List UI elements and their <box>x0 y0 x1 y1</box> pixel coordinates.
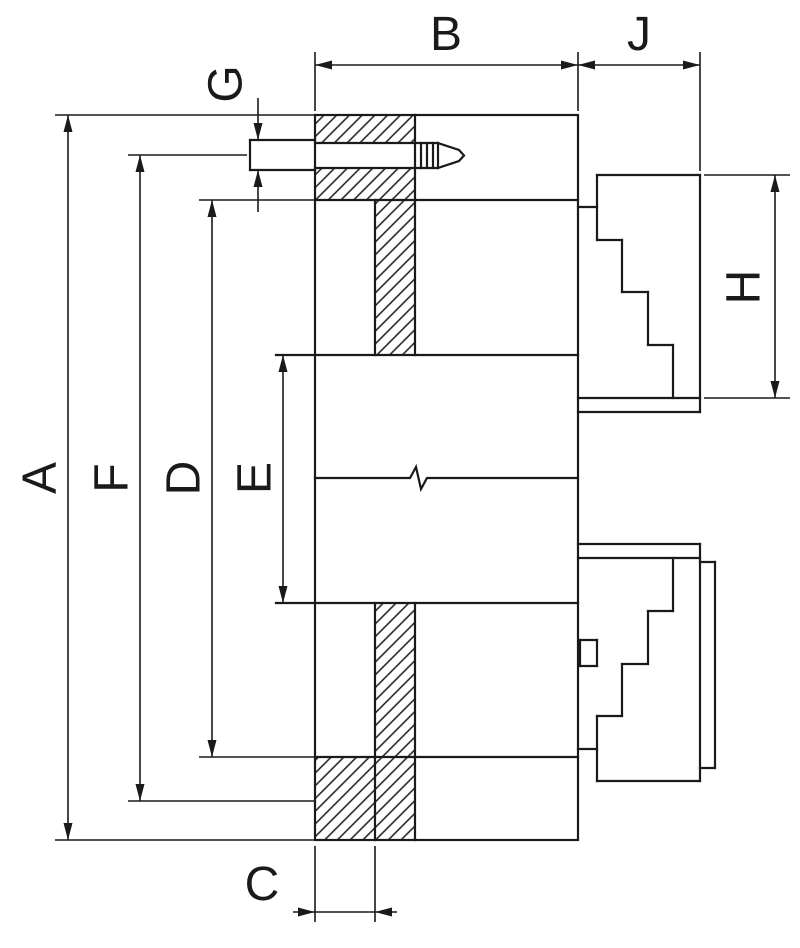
dimension-H: H <box>704 174 790 399</box>
dim-label-e: E <box>229 462 282 494</box>
dim-label-d: D <box>158 461 211 496</box>
section-hatching <box>315 115 415 840</box>
dimension-J: J <box>578 8 701 171</box>
dimension-G: G <box>200 65 263 212</box>
mounting-stud <box>248 138 466 172</box>
dimension-F: F <box>86 154 314 802</box>
hatch-lower-wall <box>375 603 415 757</box>
dim-label-g: G <box>200 65 253 102</box>
dimension-B: B <box>314 8 579 111</box>
dimension-A: A <box>14 114 314 841</box>
dimension-C: C <box>245 846 397 922</box>
dim-label-j: J <box>627 8 651 61</box>
center-break-line <box>313 463 580 493</box>
hatch-upper-wall <box>375 200 415 355</box>
chuck-body-outline <box>274 113 580 842</box>
hatch-top-flange-upper <box>315 115 415 143</box>
stud-tip <box>436 141 466 170</box>
dim-label-a: A <box>14 462 67 494</box>
hatch-bottom-flange <box>315 757 415 840</box>
top-jaw <box>576 173 702 414</box>
hatch-top-flange-lower <box>315 168 415 200</box>
dim-label-h: H <box>718 270 771 305</box>
dimension-E: E <box>229 355 288 603</box>
dim-label-b: B <box>430 8 462 61</box>
dim-label-f: F <box>86 463 139 492</box>
dimension-D: D <box>158 199 314 758</box>
dim-label-c: C <box>245 858 280 911</box>
bottom-jaw <box>576 542 717 783</box>
